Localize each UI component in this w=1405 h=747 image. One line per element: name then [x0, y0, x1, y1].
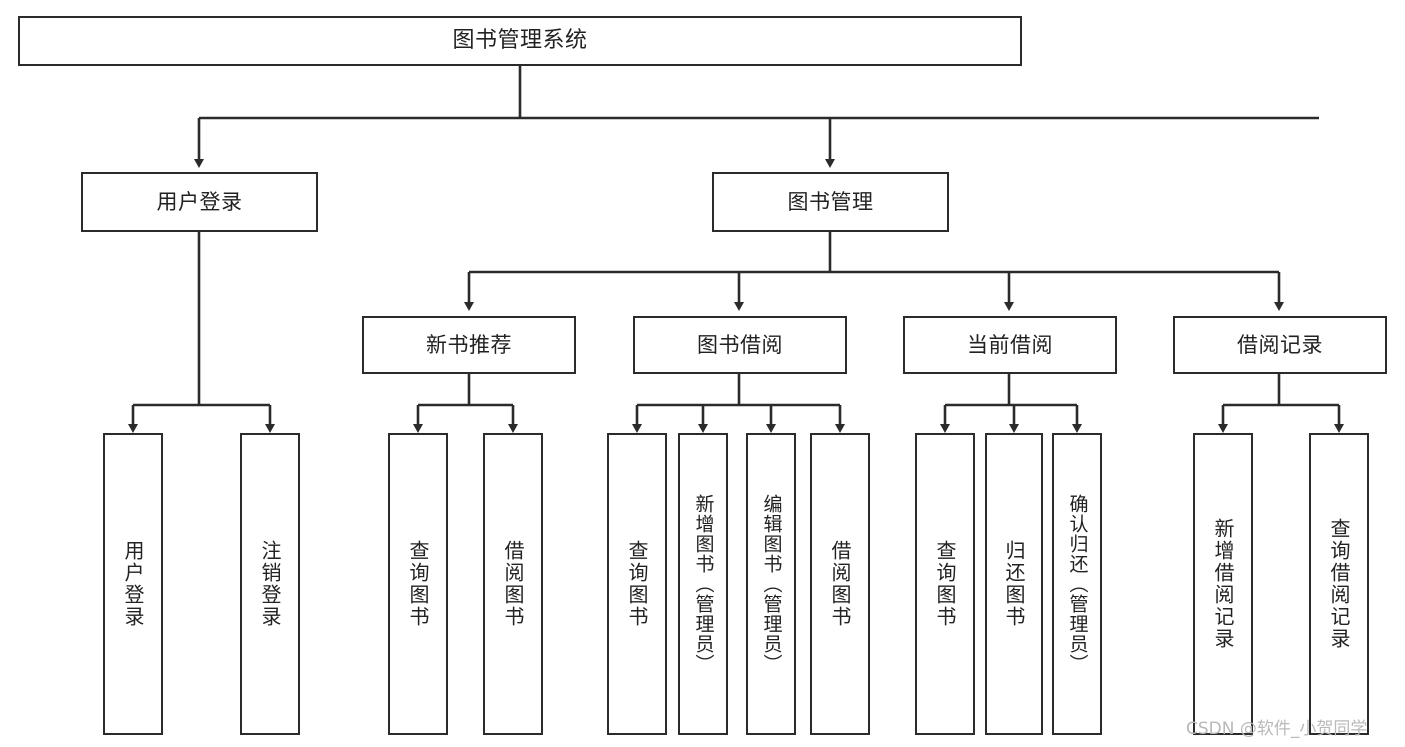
leaf-edit-book[interactable]: 编辑图书（管理员）: [746, 433, 796, 735]
leaf-confirm-return[interactable]: 确认归还（管理员）: [1052, 433, 1102, 735]
leaf-confirm-return-label: 确认归还（管理员）: [1066, 494, 1089, 674]
leaf-query-book-3[interactable]: 查询图书: [915, 433, 975, 735]
node-new-book-recommend-label: 新书推荐: [426, 332, 512, 357]
node-book-borrow[interactable]: 图书借阅: [633, 316, 847, 374]
leaf-user-login-label: 用户登录: [121, 540, 145, 628]
leaf-add-book-label: 新增图书（管理员）: [692, 494, 715, 674]
leaf-query-record-label: 查询借阅记录: [1327, 518, 1351, 650]
leaf-return-book[interactable]: 归还图书: [985, 433, 1043, 735]
node-borrow-record[interactable]: 借阅记录: [1173, 316, 1387, 374]
leaf-user-login[interactable]: 用户登录: [103, 433, 163, 735]
leaf-borrow-book-2-label: 借阅图书: [828, 540, 852, 628]
leaf-add-record[interactable]: 新增借阅记录: [1193, 433, 1253, 735]
leaf-add-book[interactable]: 新增图书（管理员）: [678, 433, 728, 735]
node-user-login[interactable]: 用户登录: [81, 172, 318, 232]
leaf-query-book-1-label: 查询图书: [406, 540, 430, 628]
leaf-borrow-book-2[interactable]: 借阅图书: [810, 433, 870, 735]
node-new-book-recommend[interactable]: 新书推荐: [362, 316, 576, 374]
leaf-add-record-label: 新增借阅记录: [1211, 518, 1235, 650]
node-book-manage[interactable]: 图书管理: [712, 172, 949, 232]
leaf-return-book-label: 归还图书: [1002, 540, 1026, 628]
leaf-logout-login-label: 注销登录: [258, 540, 282, 628]
leaf-query-book-3-label: 查询图书: [933, 540, 957, 628]
leaf-logout-login[interactable]: 注销登录: [240, 433, 300, 735]
node-current-borrow-label: 当前借阅: [967, 332, 1053, 357]
node-root[interactable]: 图书管理系统: [18, 16, 1022, 66]
leaf-edit-book-label: 编辑图书（管理员）: [760, 494, 783, 674]
leaf-borrow-book-1[interactable]: 借阅图书: [483, 433, 543, 735]
node-user-login-label: 用户登录: [156, 189, 243, 214]
node-root-label: 图书管理系统: [452, 28, 588, 54]
leaf-query-book-2-label: 查询图书: [625, 540, 649, 628]
leaf-query-record[interactable]: 查询借阅记录: [1309, 433, 1369, 735]
csdn-watermark: CSDN @软件_小贺同学: [1186, 719, 1368, 739]
node-book-manage-label: 图书管理: [787, 189, 874, 214]
leaf-query-book-1[interactable]: 查询图书: [388, 433, 448, 735]
node-current-borrow[interactable]: 当前借阅: [903, 316, 1117, 374]
node-book-borrow-label: 图书借阅: [697, 332, 783, 357]
node-borrow-record-label: 借阅记录: [1237, 332, 1323, 357]
leaf-borrow-book-1-label: 借阅图书: [501, 540, 525, 628]
leaf-query-book-2[interactable]: 查询图书: [607, 433, 667, 735]
